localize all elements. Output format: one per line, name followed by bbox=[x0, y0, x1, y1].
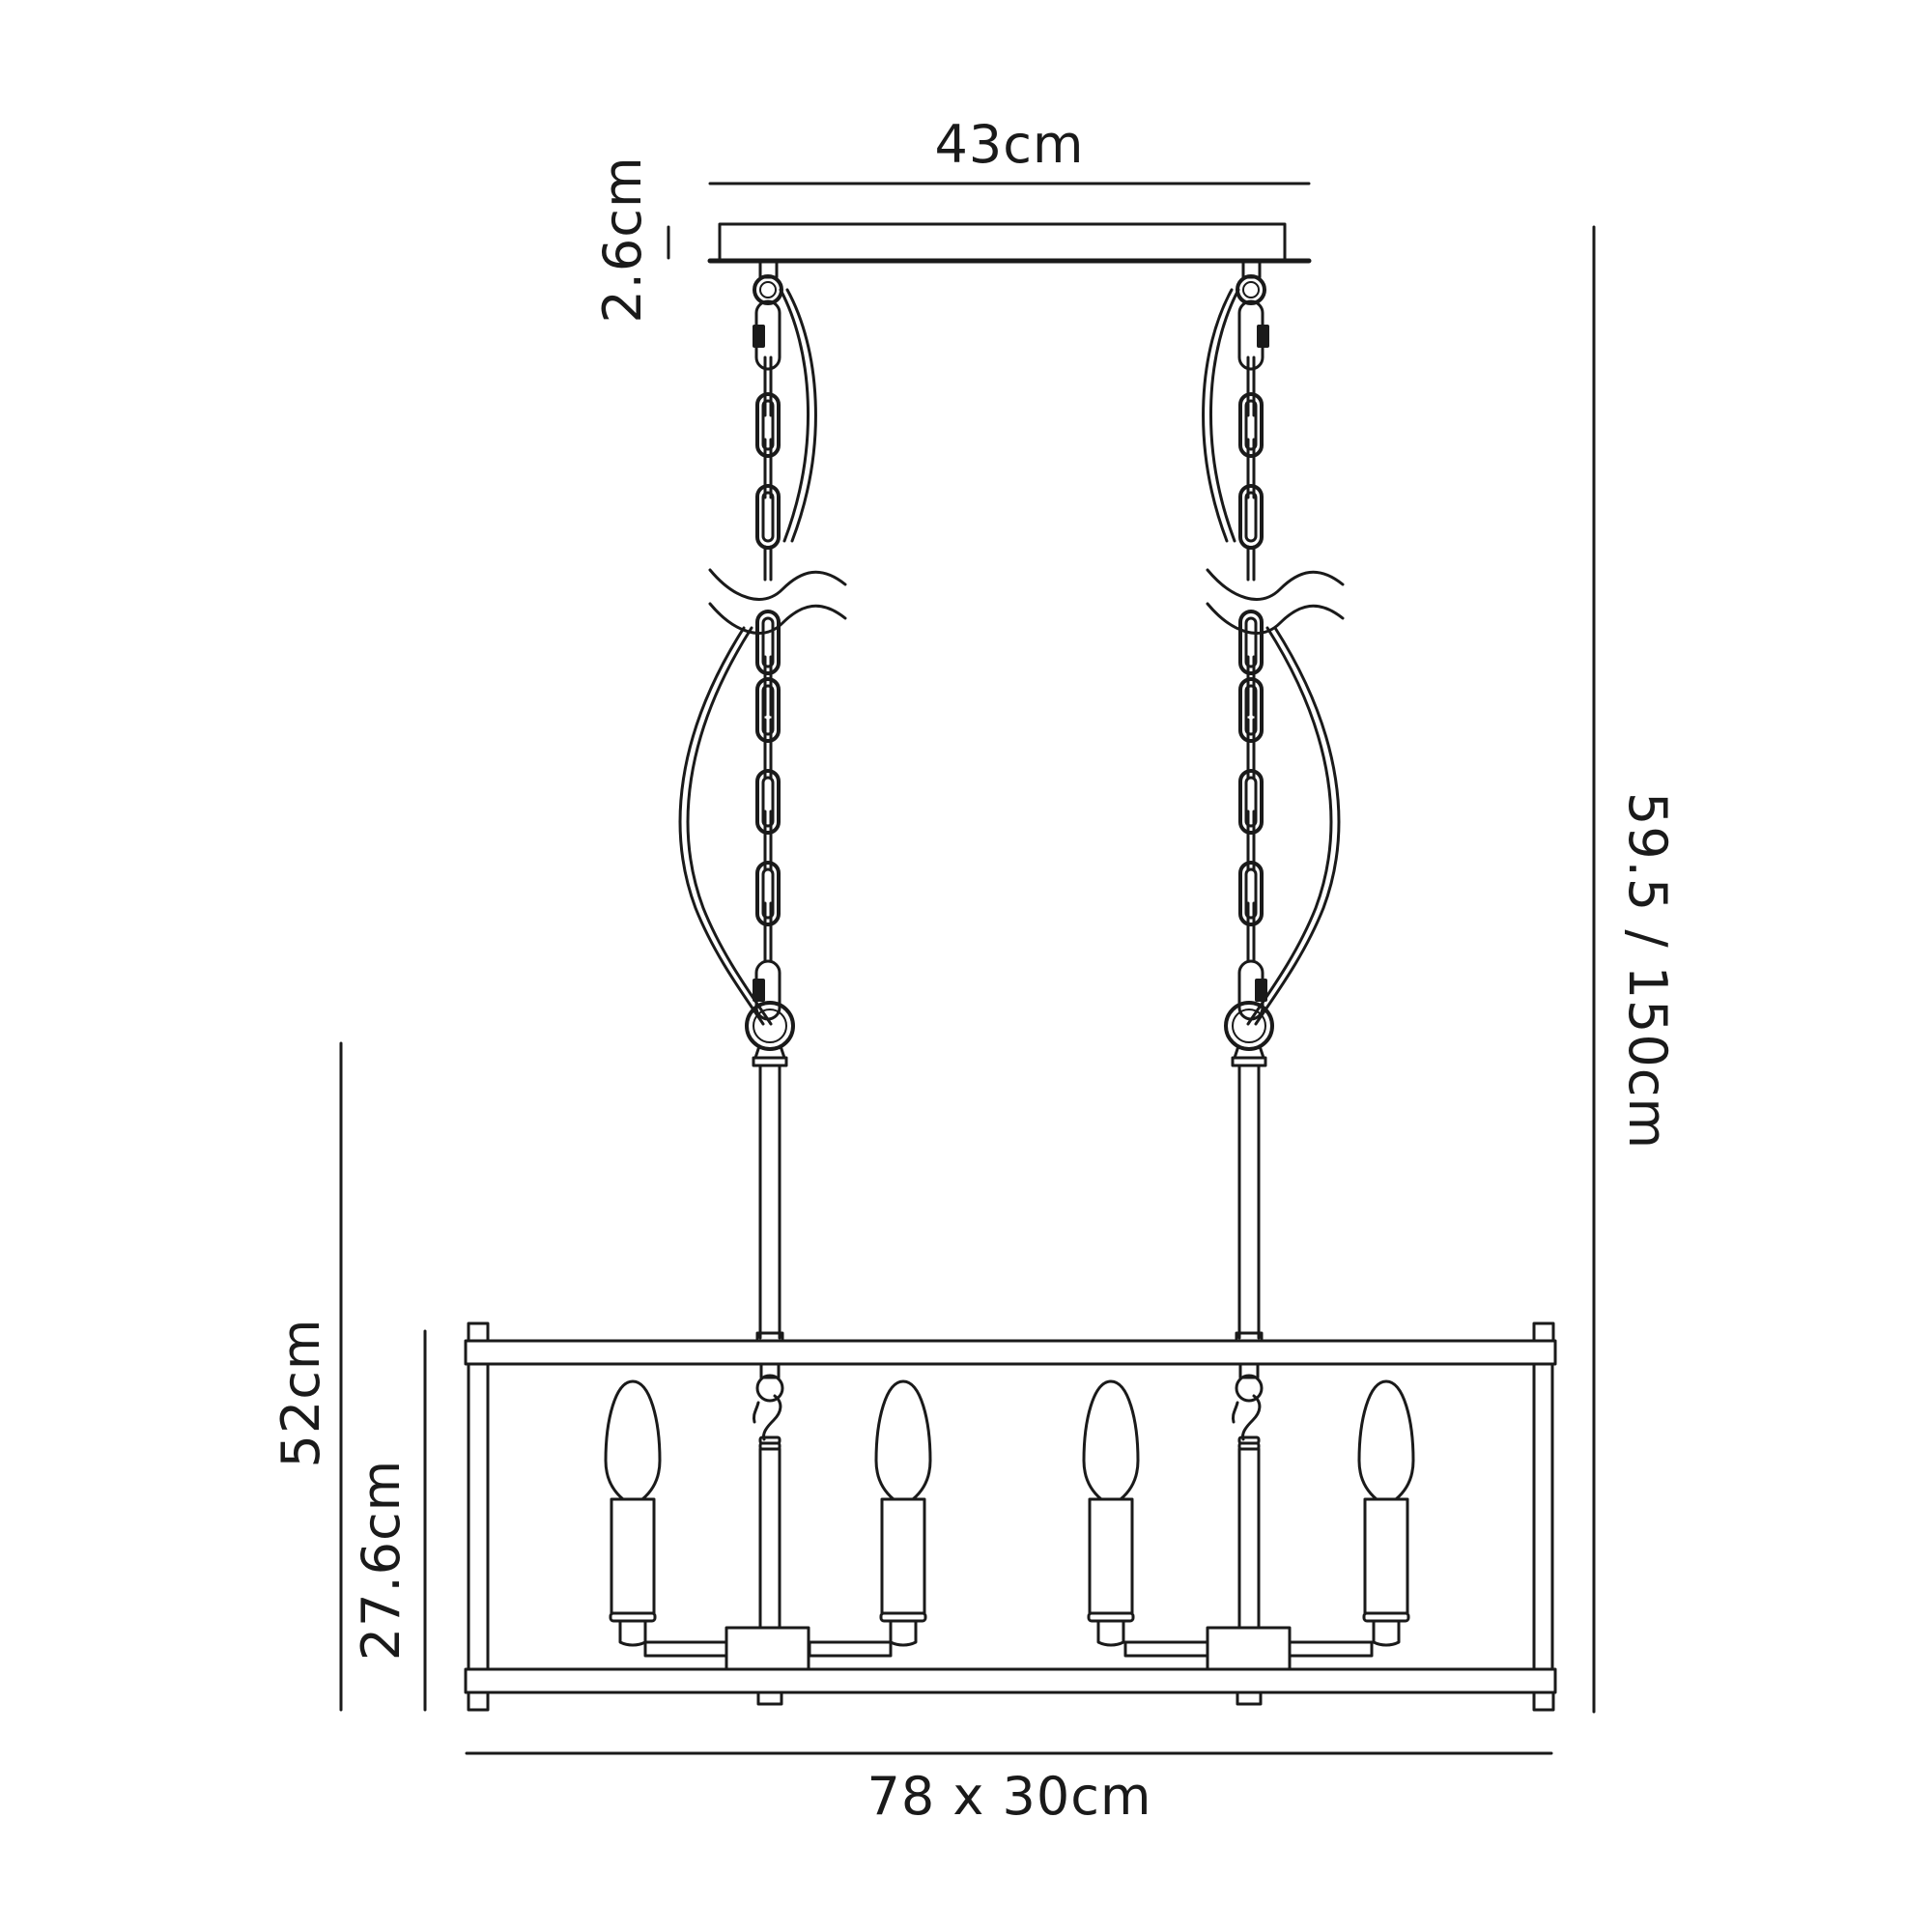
candle-bulb-2 bbox=[874, 1379, 932, 1647]
fixture-arm-left bbox=[643, 1362, 893, 1706]
frame-height-label: 27.6cm bbox=[351, 1459, 412, 1662]
canopy-height-label: 2.6cm bbox=[592, 156, 653, 324]
canopy-plate bbox=[707, 222, 1312, 279]
length-break-right bbox=[1206, 568, 1345, 635]
frame-size-label: 78 x 30cm bbox=[867, 1766, 1152, 1827]
candle-bulb-1 bbox=[604, 1379, 662, 1647]
overall-height-label: 59.5 / 150cm bbox=[1617, 791, 1678, 1151]
candle-bulb-4 bbox=[1357, 1379, 1415, 1647]
rod-left bbox=[755, 1064, 784, 1343]
fixture-arm-right bbox=[1123, 1362, 1374, 1706]
rod-right bbox=[1235, 1064, 1264, 1343]
length-break-left bbox=[708, 568, 847, 635]
cable-right bbox=[1202, 288, 1341, 1026]
canopy-width-label: 43cm bbox=[934, 114, 1085, 175]
candle-bulb-3 bbox=[1082, 1379, 1140, 1647]
chain-left bbox=[745, 274, 795, 1067]
cable-left bbox=[678, 288, 817, 1026]
rectangular-frame bbox=[464, 1321, 1557, 1712]
chain-right bbox=[1224, 274, 1274, 1067]
body-height-label: 52cm bbox=[270, 1318, 331, 1468]
